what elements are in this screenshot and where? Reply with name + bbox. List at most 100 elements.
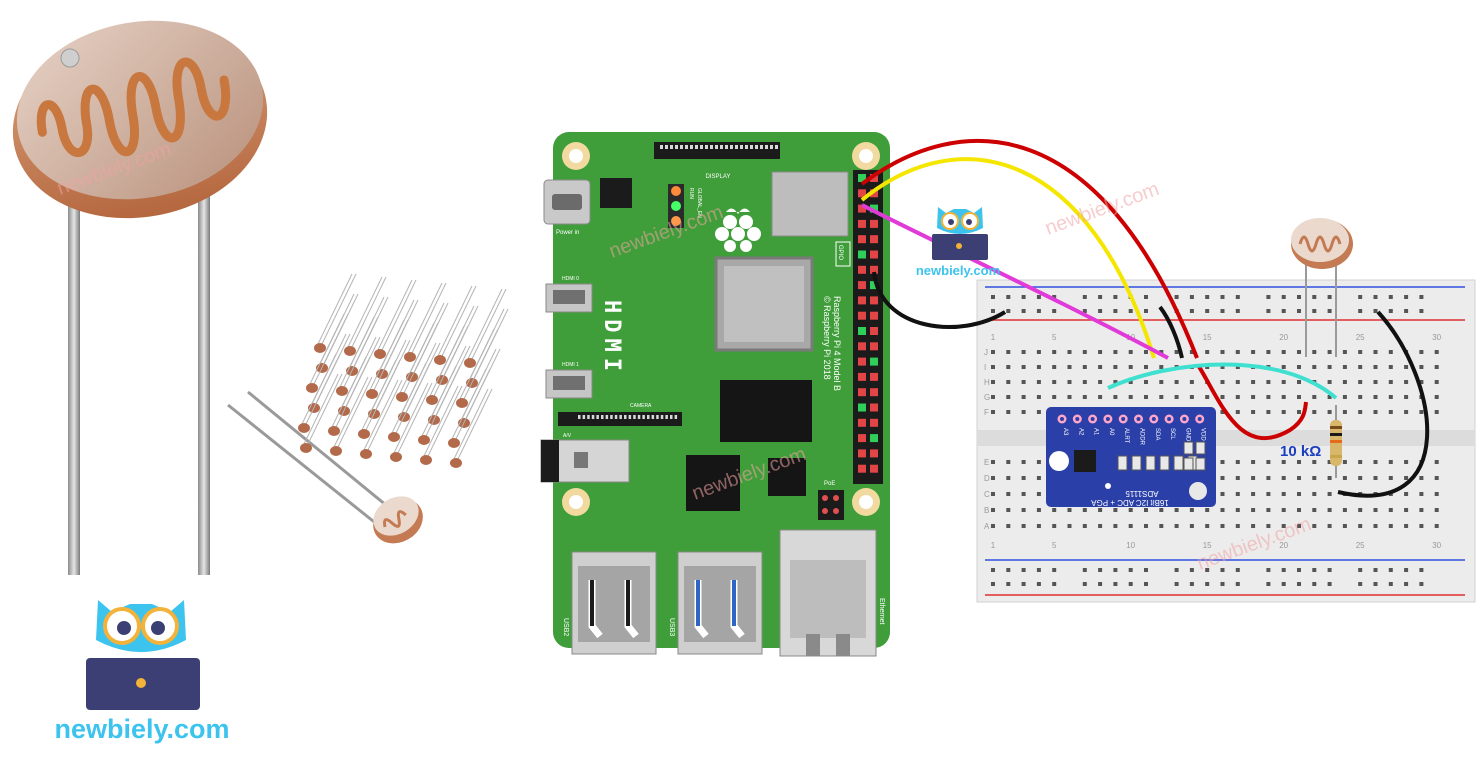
breadboard-hole [1189,350,1194,354]
breadboard-hole [1342,508,1347,512]
breadboard-hole [1235,295,1240,299]
breadboard-hole [1205,395,1210,399]
breadboard-hole [1281,295,1286,299]
breadboard-hole [1189,568,1194,572]
adc-pin-label: ADDR [1139,428,1145,446]
breadboard-hole [1404,524,1409,528]
wire-black-gnd-pi [872,271,1007,330]
breadboard-hole [1342,380,1347,384]
camera-label: CAMERA [630,403,652,409]
breadboard-hole [1388,524,1393,528]
wire-black-gnd-resistor [1337,310,1430,498]
hdmi1-label: HDMI 1 [562,362,579,368]
breadboard-hole [1189,295,1194,299]
adc-desc-label: 16Bit I2C ADC + PGA [1091,498,1169,507]
breadboard-hole [1052,309,1057,313]
breadboard-hole [1419,410,1424,414]
breadboard-hole [1373,295,1378,299]
breadboard-hole [1189,380,1194,384]
breadboard-hole [1297,395,1301,399]
breadboard-hole [1297,508,1301,512]
breadboard-hole [1174,380,1179,384]
breadboard-hole [1388,460,1393,464]
gpio-pin [870,296,878,305]
breadboard-hole [1419,524,1424,528]
breadboard-hole [1082,508,1087,512]
breadboard-hole [1021,295,1026,299]
breadboard-hole [1312,395,1317,399]
breadboard-hole [1205,582,1210,586]
breadboard-hole [1006,524,1011,528]
breadboard-hole [1113,508,1118,512]
breadboard-hole [1006,508,1011,512]
gpio-pin [858,250,866,259]
breadboard-hole [1098,524,1103,528]
breadboard-hole [1174,295,1179,299]
breadboard-hole [1358,395,1363,399]
breadboard-hole [1098,395,1103,399]
breadboard-hole [1128,309,1133,313]
gpio-pin [870,464,878,473]
breadboard-hole [1006,365,1011,369]
gpio-pin [870,265,878,274]
breadboard-hole [1266,568,1271,572]
ldr-lead-right [198,190,210,575]
gpio-pin [858,372,866,381]
breadboard-hole [1159,395,1164,399]
breadboard-hole [1312,492,1317,496]
column-number: 25 [1356,541,1365,550]
wire-magenta-sda [861,203,1169,360]
gpio-label: GPIO [837,245,843,260]
breadboard-hole [1082,380,1087,384]
ldr-serpentine-track [36,57,230,157]
breadboard-hole [1251,380,1256,384]
adc-pin-label: A2 [1077,428,1083,436]
breadboard-hole [1128,524,1133,528]
breadboard-hole [1036,365,1041,369]
breadboard-hole [1036,410,1041,414]
newbiely-logo: newbiely.com [54,600,230,744]
breadboard-hole [1052,582,1057,586]
breadboard-hole [1388,295,1393,299]
breadboard-hole [1113,395,1118,399]
ethernet-label: Ethernet [878,598,885,625]
breadboard-hole [1021,508,1026,512]
breadboard-hole [1220,524,1225,528]
breadboard-hole [1174,350,1179,354]
breadboard-hole [1082,350,1087,354]
breadboard-hole [1404,508,1409,512]
breadboard-hole [1358,460,1363,464]
adc-pin-label: SCL [1169,428,1175,440]
breadboard-hole [1144,380,1148,384]
row-letter: C [984,490,990,499]
ldr-lead-left [68,190,80,575]
breadboard-hole [1373,309,1378,313]
breadboard-hole [1358,568,1363,572]
breadboard-hole [1358,350,1363,354]
breadboard-hole [1006,492,1011,496]
usb3-label: USB3 [668,618,675,636]
gpio-pin [858,342,866,351]
breadboard-hole [1036,492,1041,496]
breadboard-hole [1434,410,1439,414]
led-green [671,201,681,211]
breadboard-hole [1266,350,1271,354]
adc-pcb [1046,407,1216,507]
breadboard-hole [1312,410,1317,414]
run-label: RUN [688,188,694,199]
breadboard-hole [1036,508,1041,512]
adc-pin-label: A0 [1108,428,1114,436]
breadboard-hole [1144,350,1148,354]
gpio-pin [858,327,866,335]
gpio-pin [870,403,878,412]
display-label: DISPLAY [706,174,731,180]
breadboard-hole [1327,410,1332,414]
breadboard-hole [1297,410,1301,414]
resistor-label: 10 kΩ [1280,443,1321,460]
breadboard-hole [991,309,995,313]
led-red [671,186,681,196]
logo-small-text: newbiely.com [916,263,1000,278]
breadboard-hole [1404,582,1409,586]
breadboard-hole [1113,295,1118,299]
breadboard-hole [1052,380,1057,384]
